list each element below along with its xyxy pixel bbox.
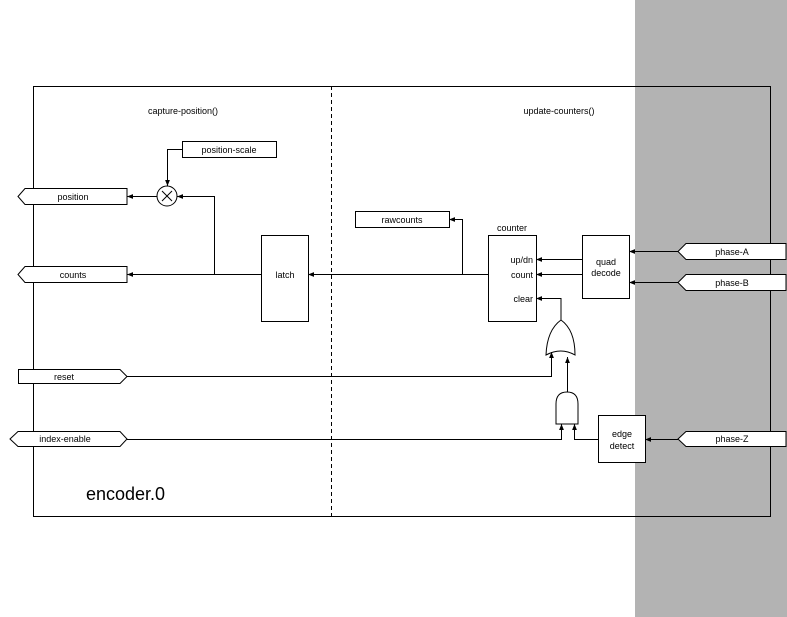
svg-text:edge: edge xyxy=(612,429,632,439)
svg-text:quad: quad xyxy=(596,257,616,267)
svg-text:phase-Z: phase-Z xyxy=(715,434,749,444)
pin-index-enable[interactable]: index-enable xyxy=(9,431,128,447)
pin-phase-z[interactable]: phase-Z xyxy=(677,431,787,447)
param-position-scale[interactable]: position-scale xyxy=(182,141,277,158)
function-label-update: update-counters() xyxy=(523,106,594,116)
wires xyxy=(127,149,678,442)
edge-detect-block: edge detect xyxy=(598,415,646,463)
latch-block: latch xyxy=(261,235,309,322)
svg-text:decode: decode xyxy=(591,268,621,278)
param-rawcounts[interactable]: rawcounts xyxy=(355,211,450,228)
counter-updn-label: up/dn xyxy=(510,255,533,265)
counter-title: counter xyxy=(497,223,527,233)
pin-position[interactable]: position xyxy=(17,188,128,205)
function-label-capture: capture-position() xyxy=(148,106,218,116)
svg-text:rawcounts: rawcounts xyxy=(381,215,423,225)
quad-decode-block: quad decode xyxy=(582,235,630,299)
svg-text:phase-A: phase-A xyxy=(715,247,749,257)
multiply-node xyxy=(156,185,178,207)
svg-text:latch: latch xyxy=(275,270,294,280)
component-boundary xyxy=(33,86,771,517)
gray-sidebar xyxy=(635,0,787,617)
pin-phase-b[interactable]: phase-B xyxy=(677,274,787,291)
counter-count-label: count xyxy=(511,270,534,280)
svg-text:index-enable: index-enable xyxy=(39,434,91,444)
component-name: encoder.0 xyxy=(86,484,165,504)
and-gate xyxy=(555,391,579,425)
counter-clear-label: clear xyxy=(513,294,533,304)
svg-text:phase-B: phase-B xyxy=(715,278,749,288)
pin-phase-a[interactable]: phase-A xyxy=(677,243,787,260)
pin-reset[interactable]: reset xyxy=(18,369,128,384)
counter-block: up/dn count clear xyxy=(488,235,537,322)
svg-text:position: position xyxy=(57,192,88,202)
pin-counts[interactable]: counts xyxy=(17,266,128,283)
or-gate xyxy=(545,319,576,356)
svg-text:detect: detect xyxy=(610,441,635,451)
svg-text:counts: counts xyxy=(60,270,87,280)
svg-text:position-scale: position-scale xyxy=(201,145,256,155)
svg-text:reset: reset xyxy=(54,372,75,382)
